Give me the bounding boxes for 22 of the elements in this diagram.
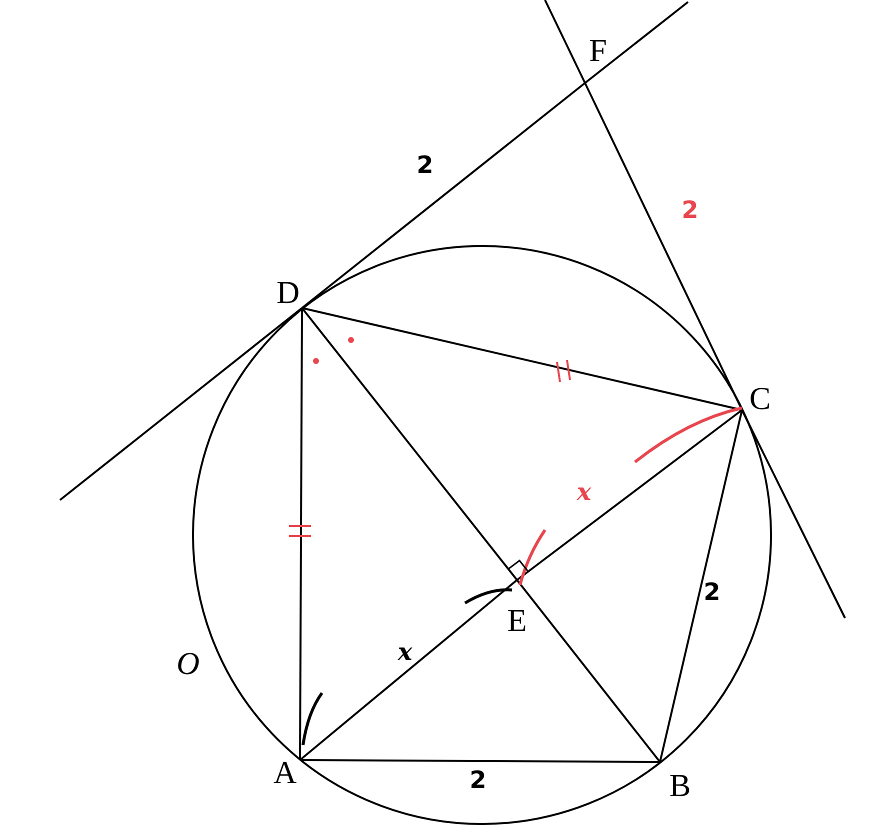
line-segment xyxy=(301,307,518,581)
point-label: D xyxy=(276,276,300,308)
line-segment xyxy=(516,579,661,763)
point-label: C xyxy=(749,382,771,414)
line-segment xyxy=(302,307,742,411)
edge-label: 2 xyxy=(470,768,486,792)
edge-label: x xyxy=(398,640,412,664)
circle-label: O xyxy=(176,647,200,679)
point-label: F xyxy=(589,34,607,66)
edge-label: 2 xyxy=(704,580,720,604)
line-segment xyxy=(300,759,660,763)
edge-label: x xyxy=(576,480,592,504)
edge-label: 2 xyxy=(416,153,434,177)
edge-label: 2 xyxy=(682,198,698,222)
line-segment xyxy=(659,410,743,762)
point-label: E xyxy=(507,604,527,636)
point-label: B xyxy=(669,769,691,801)
line-segment xyxy=(301,82,586,309)
line-segment xyxy=(299,579,518,761)
line-segment xyxy=(299,308,303,760)
line-segment xyxy=(516,409,743,581)
point-label: A xyxy=(273,756,297,788)
